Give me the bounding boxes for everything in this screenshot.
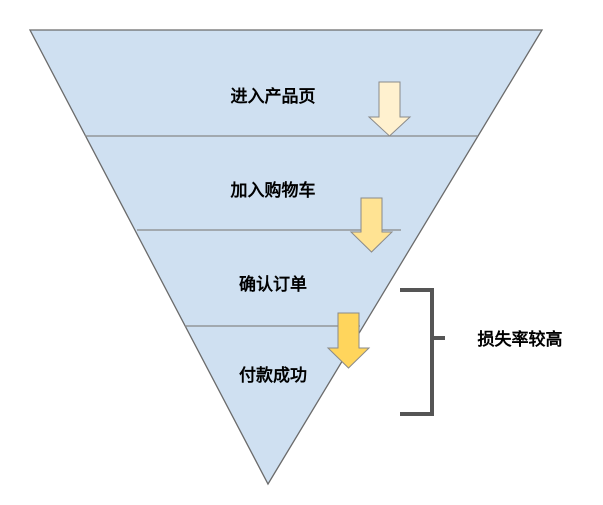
stage-label-payment-success: 付款成功	[239, 365, 307, 386]
bracket	[400, 288, 445, 416]
down-arrow-icon	[367, 81, 412, 137]
stage-label-add-to-cart: 加入购物车	[230, 180, 316, 201]
down-arrow-icon	[349, 197, 394, 253]
stage-label-confirm-order: 确认订单	[239, 274, 307, 295]
down-arrow-icon	[326, 312, 371, 369]
annotation-label: 损失率较高	[478, 329, 563, 350]
stage-label-product-page: 进入产品页	[231, 86, 316, 107]
funnel-triangle	[28, 29, 544, 486]
